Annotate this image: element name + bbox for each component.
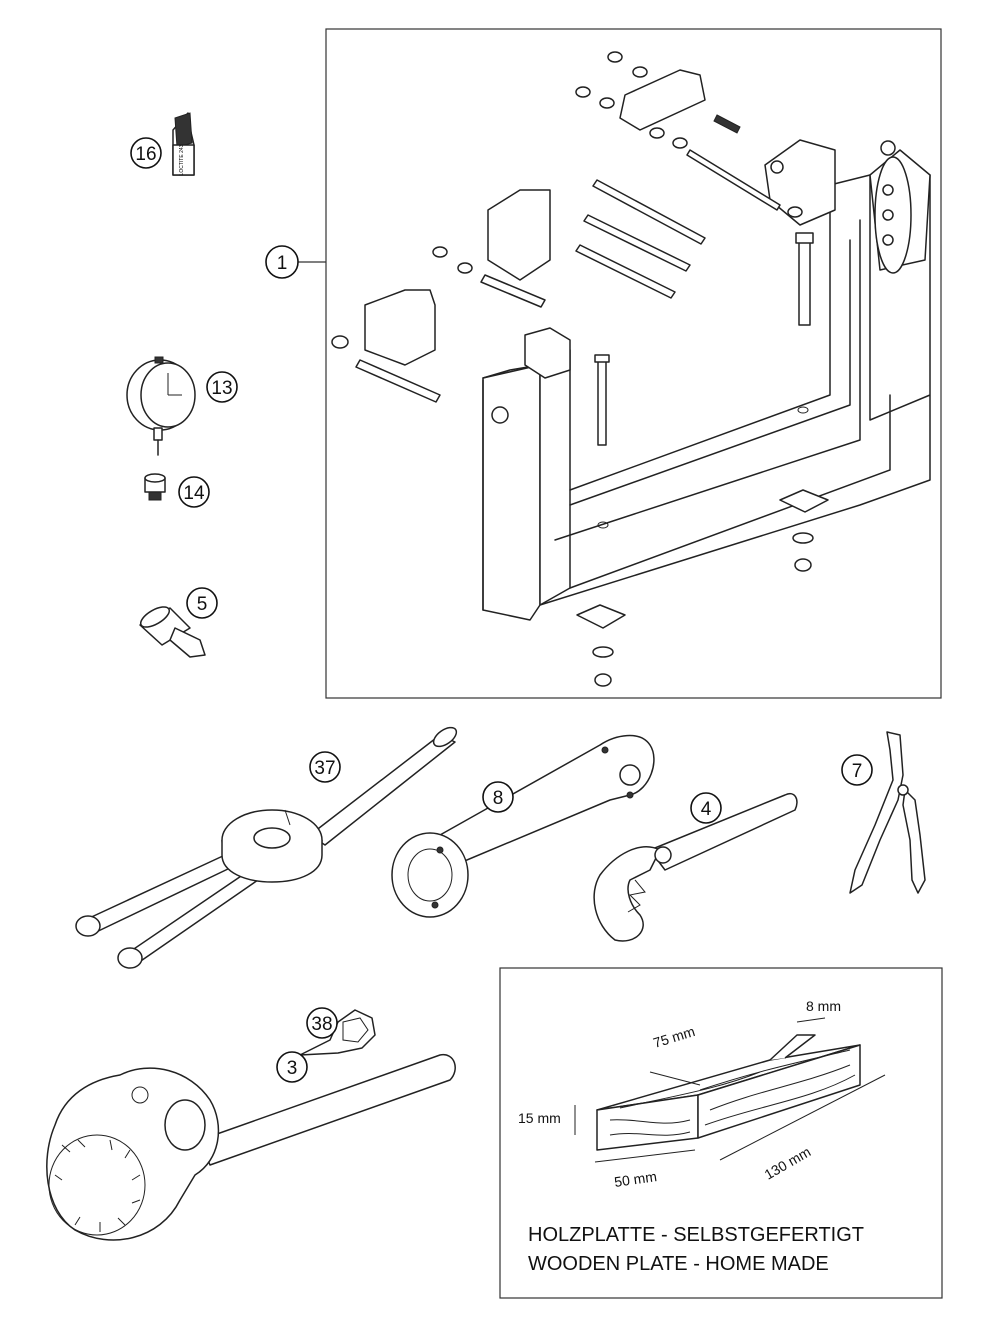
holding-tool (75, 726, 458, 969)
svg-text:13: 13 (211, 378, 232, 399)
svg-text:37: 37 (314, 758, 335, 779)
wooden-plate-box (499, 967, 943, 1299)
svg-text:3: 3 (287, 1058, 298, 1079)
dim-75mm: 75 mm (651, 1023, 697, 1051)
svg-text:38: 38 (311, 1014, 332, 1035)
gauge-adapter (144, 473, 166, 501)
bottle-label: LOCTITE 243 (179, 144, 185, 175)
callout-4: 4 (690, 792, 722, 824)
callout-8: 8 (482, 781, 514, 813)
callout-5: 5 (186, 587, 218, 619)
svg-text:4: 4 (701, 799, 712, 820)
dim-8mm: 8 mm (806, 998, 841, 1014)
svg-text:8: 8 (493, 788, 504, 809)
svg-text:16: 16 (135, 144, 156, 165)
callout-38: 38 (306, 1007, 338, 1039)
svg-text:5: 5 (197, 594, 208, 615)
callout-14: 14 (178, 476, 210, 508)
dim-50mm: 50 mm (613, 1168, 658, 1190)
hook-spanner (593, 793, 798, 942)
circlip-pliers (849, 731, 926, 894)
wooden-plate (574, 1017, 886, 1163)
callout-7: 7 (841, 754, 873, 786)
callout-37: 37 (309, 751, 341, 783)
puller-bolt (139, 606, 206, 658)
engine-stand (331, 51, 931, 687)
callout-13: 13 (206, 371, 238, 403)
loctite-bottle: LOCTITE 243 (172, 112, 195, 176)
dim-15mm: 15 mm (518, 1110, 561, 1126)
callout-16: 16 (130, 137, 162, 169)
svg-text:7: 7 (852, 761, 863, 782)
dial-gauge (126, 356, 196, 456)
svg-text:14: 14 (183, 483, 205, 504)
callout-1: 1 (265, 245, 299, 279)
dim-130mm: 130 mm (762, 1143, 814, 1182)
clutch-holder (46, 1054, 456, 1241)
caption-german: HOLZPLATTE - SELBSTGEFERTIGT (528, 1224, 864, 1246)
engine-stand-frame (325, 28, 942, 699)
pin-wrench (391, 734, 655, 918)
svg-text:1: 1 (277, 253, 288, 274)
caption-english: WOODEN PLATE - HOME MADE (528, 1253, 829, 1275)
callout-3: 3 (276, 1051, 308, 1083)
